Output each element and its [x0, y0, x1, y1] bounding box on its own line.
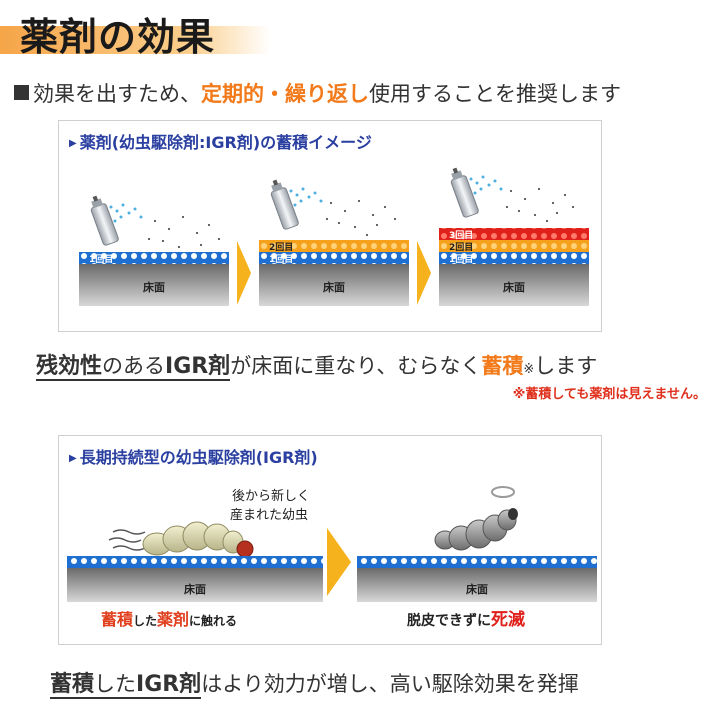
- halo-icon: [491, 486, 515, 498]
- layer-label-1: 1回目: [269, 254, 293, 265]
- layer-label-1: 1回目: [449, 254, 473, 265]
- drug-layer-left: [67, 556, 323, 568]
- layer-1: [79, 252, 229, 264]
- spray-can-icon: [450, 167, 479, 218]
- drug-layer-right: [357, 556, 597, 568]
- floor-label-right: 床面: [466, 582, 488, 596]
- accumulation-panel: ▶薬剤(幼虫駆除剤:IGR剤)の蓄積イメージ: [58, 120, 602, 332]
- larva-label-line2: 産まれた幼虫: [230, 507, 308, 523]
- spray-can-icon: [90, 195, 119, 246]
- larva-icon: [142, 521, 254, 558]
- layer-3: [439, 228, 589, 240]
- page-title: 薬剤の効果: [20, 15, 216, 59]
- accumulation-panel-title: ▶薬剤(幼虫駆除剤:IGR剤)の蓄積イメージ: [69, 133, 372, 152]
- layer-label-2: 2回目: [449, 242, 473, 253]
- layer-label-1: 1回目: [89, 254, 113, 265]
- floor-right: [357, 568, 597, 602]
- triangle-bullet-icon: ▶: [69, 138, 77, 149]
- falling-particles: [326, 200, 396, 236]
- right-caption: 脱皮できずに死滅: [407, 609, 525, 630]
- accumulation-caption: 残効性のあるIGR剤が床面に重なり、むらなく蓄積※します: [36, 354, 598, 381]
- arrow-icon: [327, 528, 351, 596]
- floor-label: 床面: [323, 280, 345, 294]
- floor-label-left: 床面: [184, 582, 206, 596]
- layer-label-3: 3回目: [449, 230, 473, 241]
- long-lasting-panel: ▶長期持続型の幼虫駆除剤(IGR剤) 後から新しく 産まれた幼虫: [58, 435, 602, 645]
- long-lasting-panel-title: ▶長期持続型の幼虫駆除剤(IGR剤): [69, 448, 318, 467]
- accumulation-diagram: 1回目 床面 2回目: [79, 167, 589, 306]
- floor-left: [67, 568, 323, 602]
- layer-label-2: 2回目: [269, 242, 293, 253]
- layer-2: [259, 240, 409, 252]
- spray-mist-icon: [289, 187, 323, 207]
- dead-larva-icon: [434, 508, 518, 551]
- section-heading: 薬剤の効果: [0, 0, 720, 60]
- floor-label: 床面: [503, 280, 525, 294]
- stage-2: 2回目 1回目 床面: [259, 179, 409, 306]
- layer-1: [439, 252, 589, 264]
- footnote: ※蓄積しても薬剤は見えません。: [512, 387, 706, 402]
- stage-3: 3回目 2回目 1回目 床面: [439, 167, 589, 306]
- arrow-icon: [417, 241, 431, 305]
- floor: [79, 264, 229, 306]
- intro-text: 効果を出すため、定期的・繰り返し使用することを推奨します: [14, 78, 621, 108]
- spray-mist-icon: [109, 203, 143, 223]
- floor: [439, 264, 589, 306]
- intro-highlight: 定期的・繰り返し: [201, 82, 369, 106]
- left-caption: 蓄積した薬剤に触れる: [101, 610, 237, 629]
- triangle-bullet-icon: ▶: [69, 453, 77, 464]
- arrow-icon: [237, 241, 251, 305]
- floor-label: 床面: [143, 280, 165, 294]
- heading-band: [0, 26, 270, 54]
- effect-caption: 蓄積したIGR剤はより効力が増し、高い駆除効果を発揮: [50, 672, 579, 699]
- larva-label-line1: 後から新しく: [232, 488, 310, 504]
- spray-can-icon: [270, 179, 299, 230]
- spray-mist-icon: [469, 175, 503, 195]
- stage-1: 1回目 床面: [79, 195, 229, 306]
- motion-lines-icon: [108, 529, 146, 551]
- larva-diagram: 後から新しく 産まれた幼虫: [67, 486, 597, 630]
- falling-particles: [148, 216, 220, 258]
- square-bullet-icon: [14, 85, 29, 100]
- layer-2: [439, 240, 589, 252]
- falling-particles: [506, 188, 574, 222]
- layer-1: [259, 252, 409, 264]
- floor: [259, 264, 409, 306]
